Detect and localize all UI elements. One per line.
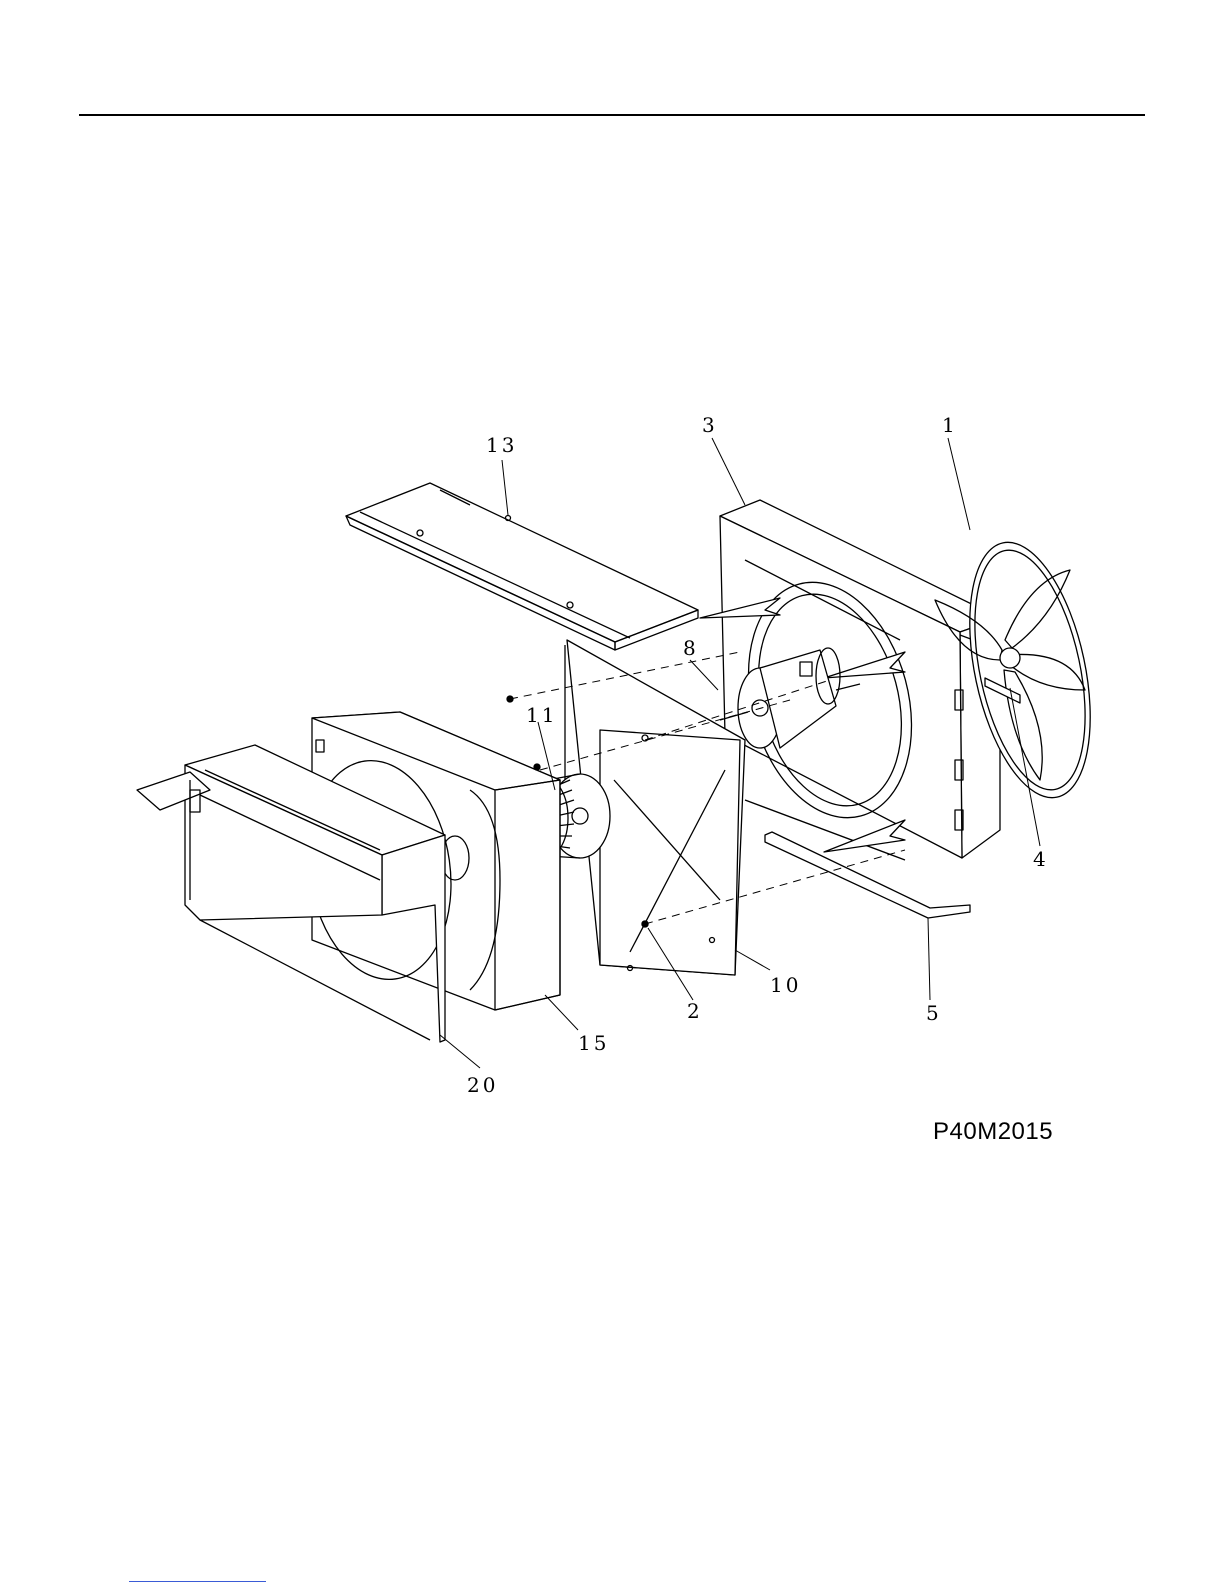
- callout-3: 3: [702, 413, 718, 437]
- callout-5: 5: [926, 1001, 942, 1025]
- callout-13: 13: [486, 433, 517, 457]
- callout-11: 11: [526, 703, 557, 727]
- diagram-code: P40M2015: [933, 1118, 1053, 1146]
- top-cover-panel: [346, 483, 698, 650]
- callout-20: 20: [467, 1073, 498, 1097]
- callout-15: 15: [578, 1031, 609, 1055]
- callout-10: 10: [770, 973, 801, 997]
- callout-4: 4: [1033, 847, 1049, 871]
- callout-2: 2: [687, 999, 703, 1023]
- footer-link-underline[interactable]: [129, 1581, 266, 1582]
- callout-8: 8: [683, 636, 699, 660]
- callout-1: 1: [942, 413, 958, 437]
